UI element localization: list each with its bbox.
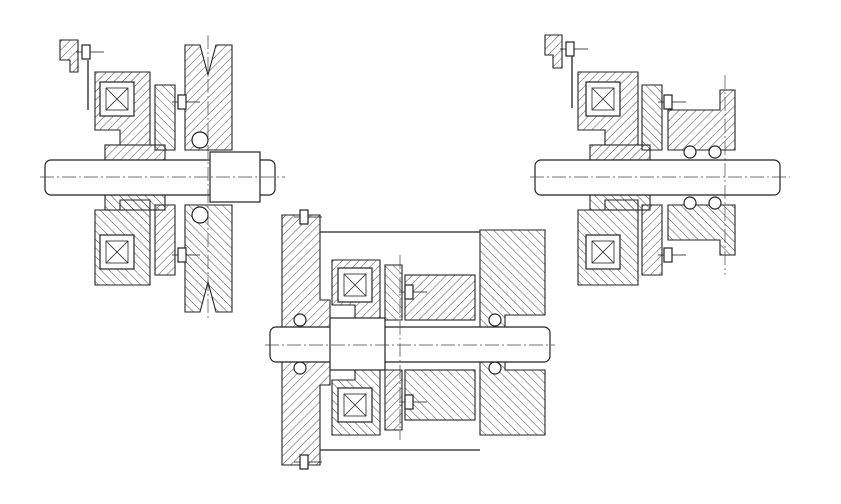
pulley-clutch-assembly: [40, 35, 285, 320]
shaft: [534, 159, 781, 196]
pulley-bottom: [184, 204, 233, 313]
gear-top: [667, 89, 736, 151]
gear-bottom: [667, 204, 736, 256]
gear-clutch-assembly: [530, 34, 790, 286]
housing-mounted-clutch-assembly: [265, 209, 555, 470]
mounting-wall: [59, 39, 79, 73]
housing-right: [479, 229, 546, 436]
pulley-top: [184, 44, 233, 151]
shaft: [269, 326, 551, 363]
mounting-wall: [544, 34, 563, 69]
